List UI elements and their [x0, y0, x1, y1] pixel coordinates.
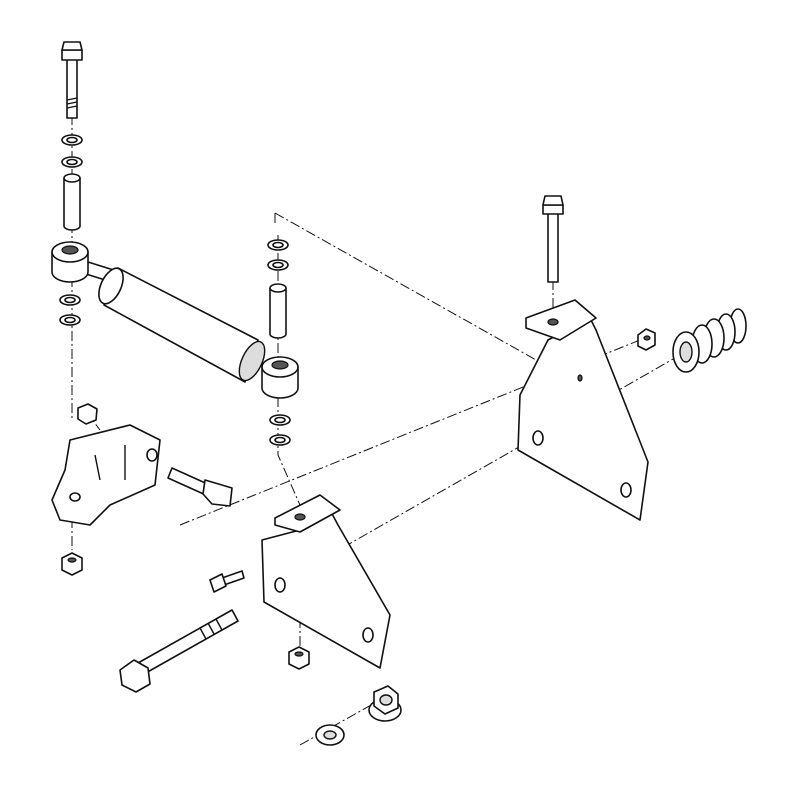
washer [59, 314, 81, 326]
nut [61, 552, 83, 576]
lower-bracket [261, 494, 391, 669]
long-bolt [119, 609, 239, 693]
clamp-block [51, 424, 161, 526]
right-bracket [517, 299, 649, 521]
washer [269, 414, 291, 426]
shock-absorber [51, 241, 299, 399]
washer [61, 156, 83, 168]
top-bolt [61, 41, 83, 119]
flange-nut [368, 685, 402, 722]
spacer-sleeve [63, 173, 81, 231]
washer [61, 134, 83, 146]
nut [637, 328, 656, 351]
washer [59, 294, 81, 306]
nut [77, 403, 98, 425]
washer [267, 259, 289, 271]
clamp-bolt [167, 467, 233, 507]
nut [288, 646, 310, 670]
washer [269, 434, 291, 446]
washer [315, 724, 345, 746]
spacer-sleeve [269, 283, 287, 339]
bracket-bolt [542, 195, 564, 283]
washer [267, 239, 289, 251]
spring [672, 308, 747, 373]
small-bolt [209, 570, 245, 593]
